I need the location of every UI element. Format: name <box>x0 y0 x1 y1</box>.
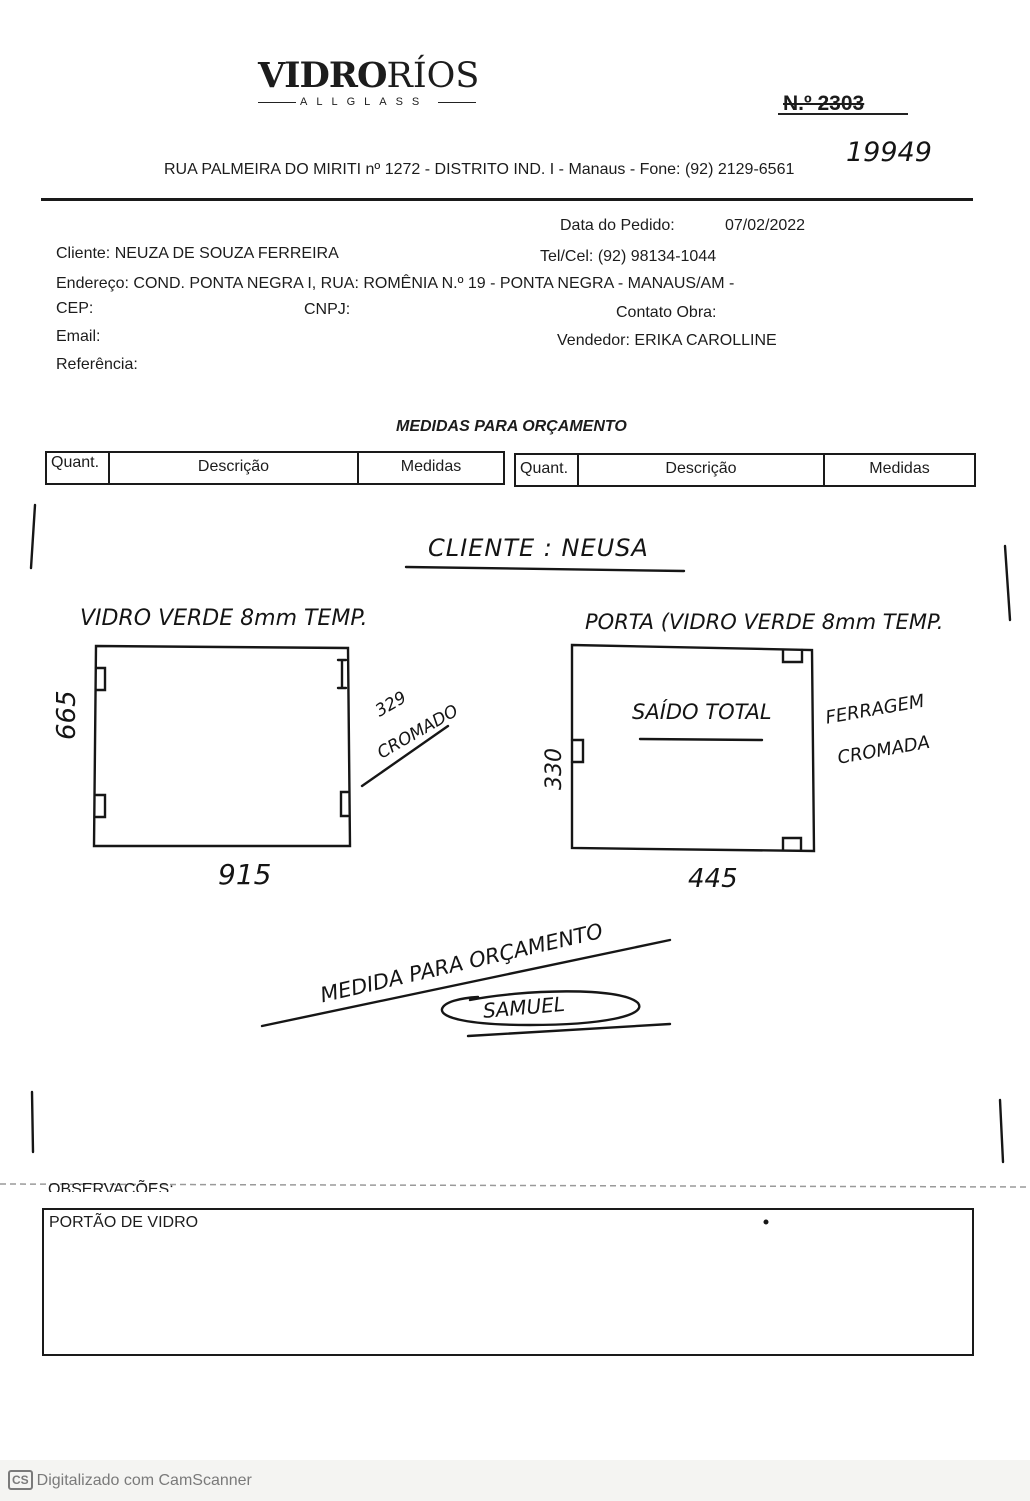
strike-line <box>778 113 908 115</box>
left-glass-panel-outline <box>92 644 352 848</box>
camscanner-icon: CS <box>8 1470 33 1490</box>
col-medidas: Medidas <box>400 458 462 475</box>
col-medidas: Medidas <box>869 460 930 477</box>
margin-mark <box>998 1098 1005 1164</box>
handwritten-order-number: 19949 <box>846 137 932 168</box>
left-width-dimension: 915 <box>218 858 272 891</box>
section-title: MEDIDAS PARA ORÇAMENTO <box>396 418 627 435</box>
site-contact-label: Contato Obra: <box>616 304 717 321</box>
left-annotation-stroke <box>360 724 450 788</box>
observations-label: OBSERVAÇÕES: <box>48 1181 174 1192</box>
seller-label: Vendedor: <box>557 332 630 349</box>
right-panel-note: SAÍDO TOTAL <box>632 700 772 724</box>
cnpj-label: CNPJ: <box>304 301 351 318</box>
handwritten-client: CLIENTE : NEUSA <box>428 534 649 562</box>
col-descricao: Descrição <box>110 453 359 483</box>
email-label: Email: <box>56 328 101 345</box>
margin-mark <box>1003 544 1012 622</box>
client-line: Cliente: NEUZA DE SOUZA FERREIRA <box>56 245 339 263</box>
observations-text: PORTÃO DE VIDRO <box>49 1214 199 1231</box>
inner-underline <box>638 737 764 742</box>
logo-subtitle: ALLGLASS <box>300 96 429 108</box>
table-header-left: Quant. Descrição Medidas <box>45 451 505 485</box>
side-fitting-mark <box>570 738 585 764</box>
table-header-right: Quant. Descrição Medidas <box>514 453 976 487</box>
budget-underline <box>260 938 672 1028</box>
order-date-value: 07/02/2022 <box>725 217 806 234</box>
logo-bold-text: VIDRO <box>258 55 387 96</box>
right-width-dimension: 445 <box>688 864 738 894</box>
phone-value: (92) 98134-1044 <box>597 248 717 265</box>
right-panel-spec: PORTA (VIDRO VERDE 8mm TEMP. <box>585 610 944 634</box>
handle-mark <box>336 658 348 690</box>
address-label: Endereço: <box>56 275 129 292</box>
signature-underline <box>466 1022 672 1038</box>
scan-fold-line <box>0 1183 1030 1188</box>
logo-rule-right <box>438 102 476 103</box>
margin-mark <box>29 503 37 570</box>
seller-value: ERIKA CAROLLINE <box>634 332 777 349</box>
left-height-dimension: 665 <box>52 690 82 740</box>
client-underline <box>404 565 686 573</box>
struck-form-number: N.º 2303 <box>783 92 865 115</box>
right-height-dimension: 330 <box>542 748 567 790</box>
logo-rule-left <box>258 102 296 103</box>
corner-fitting-mark <box>781 648 804 664</box>
header-divider <box>41 198 973 201</box>
ink-dot <box>763 1219 769 1225</box>
right-glass-panel-outline <box>570 643 816 853</box>
observations-box <box>42 1208 974 1356</box>
margin-mark <box>30 1090 35 1154</box>
phone-label: Tel/Cel: <box>540 248 594 265</box>
hinge-mark <box>339 790 350 818</box>
logo-light-text: RÍOS <box>386 56 480 96</box>
col-quant: Quant. <box>47 453 110 483</box>
cep-label: CEP: <box>56 300 94 317</box>
phone-line: Tel/Cel: (92) 98134-1044 <box>540 248 716 266</box>
address-value: COND. PONTA NEGRA I, RUA: ROMÊNIA N.º 19… <box>133 275 735 292</box>
company-address: RUA PALMEIRA DO MIRITI nº 1272 - DISTRIT… <box>164 161 795 178</box>
col-quant: Quant. <box>516 455 579 485</box>
col-descricao: Descrição <box>579 455 825 485</box>
watermark-text: Digitalizado com CamScanner <box>36 1472 252 1489</box>
logo-wordmark: VIDRORÍOS <box>258 55 480 97</box>
client-label: Cliente: <box>56 245 111 262</box>
corner-fitting-mark <box>781 836 803 852</box>
hinge-mark <box>94 666 107 692</box>
company-logo: VIDRORÍOS <box>258 55 480 108</box>
seller-line: Vendedor: ERIKA CAROLLINE <box>557 332 777 350</box>
signature-loop <box>440 990 641 1027</box>
address-line: Endereço: COND. PONTA NEGRA I, RUA: ROMÊ… <box>56 275 734 293</box>
left-panel-spec: VIDRO VERDE 8mm TEMP. <box>80 606 368 631</box>
order-date-label: Data do Pedido: <box>560 217 675 234</box>
reference-label: Referência: <box>56 356 138 373</box>
client-value: NEUZA DE SOUZA FERREIRA <box>114 245 339 262</box>
scanned-document-page <box>0 0 1030 1460</box>
hinge-mark <box>94 793 107 819</box>
